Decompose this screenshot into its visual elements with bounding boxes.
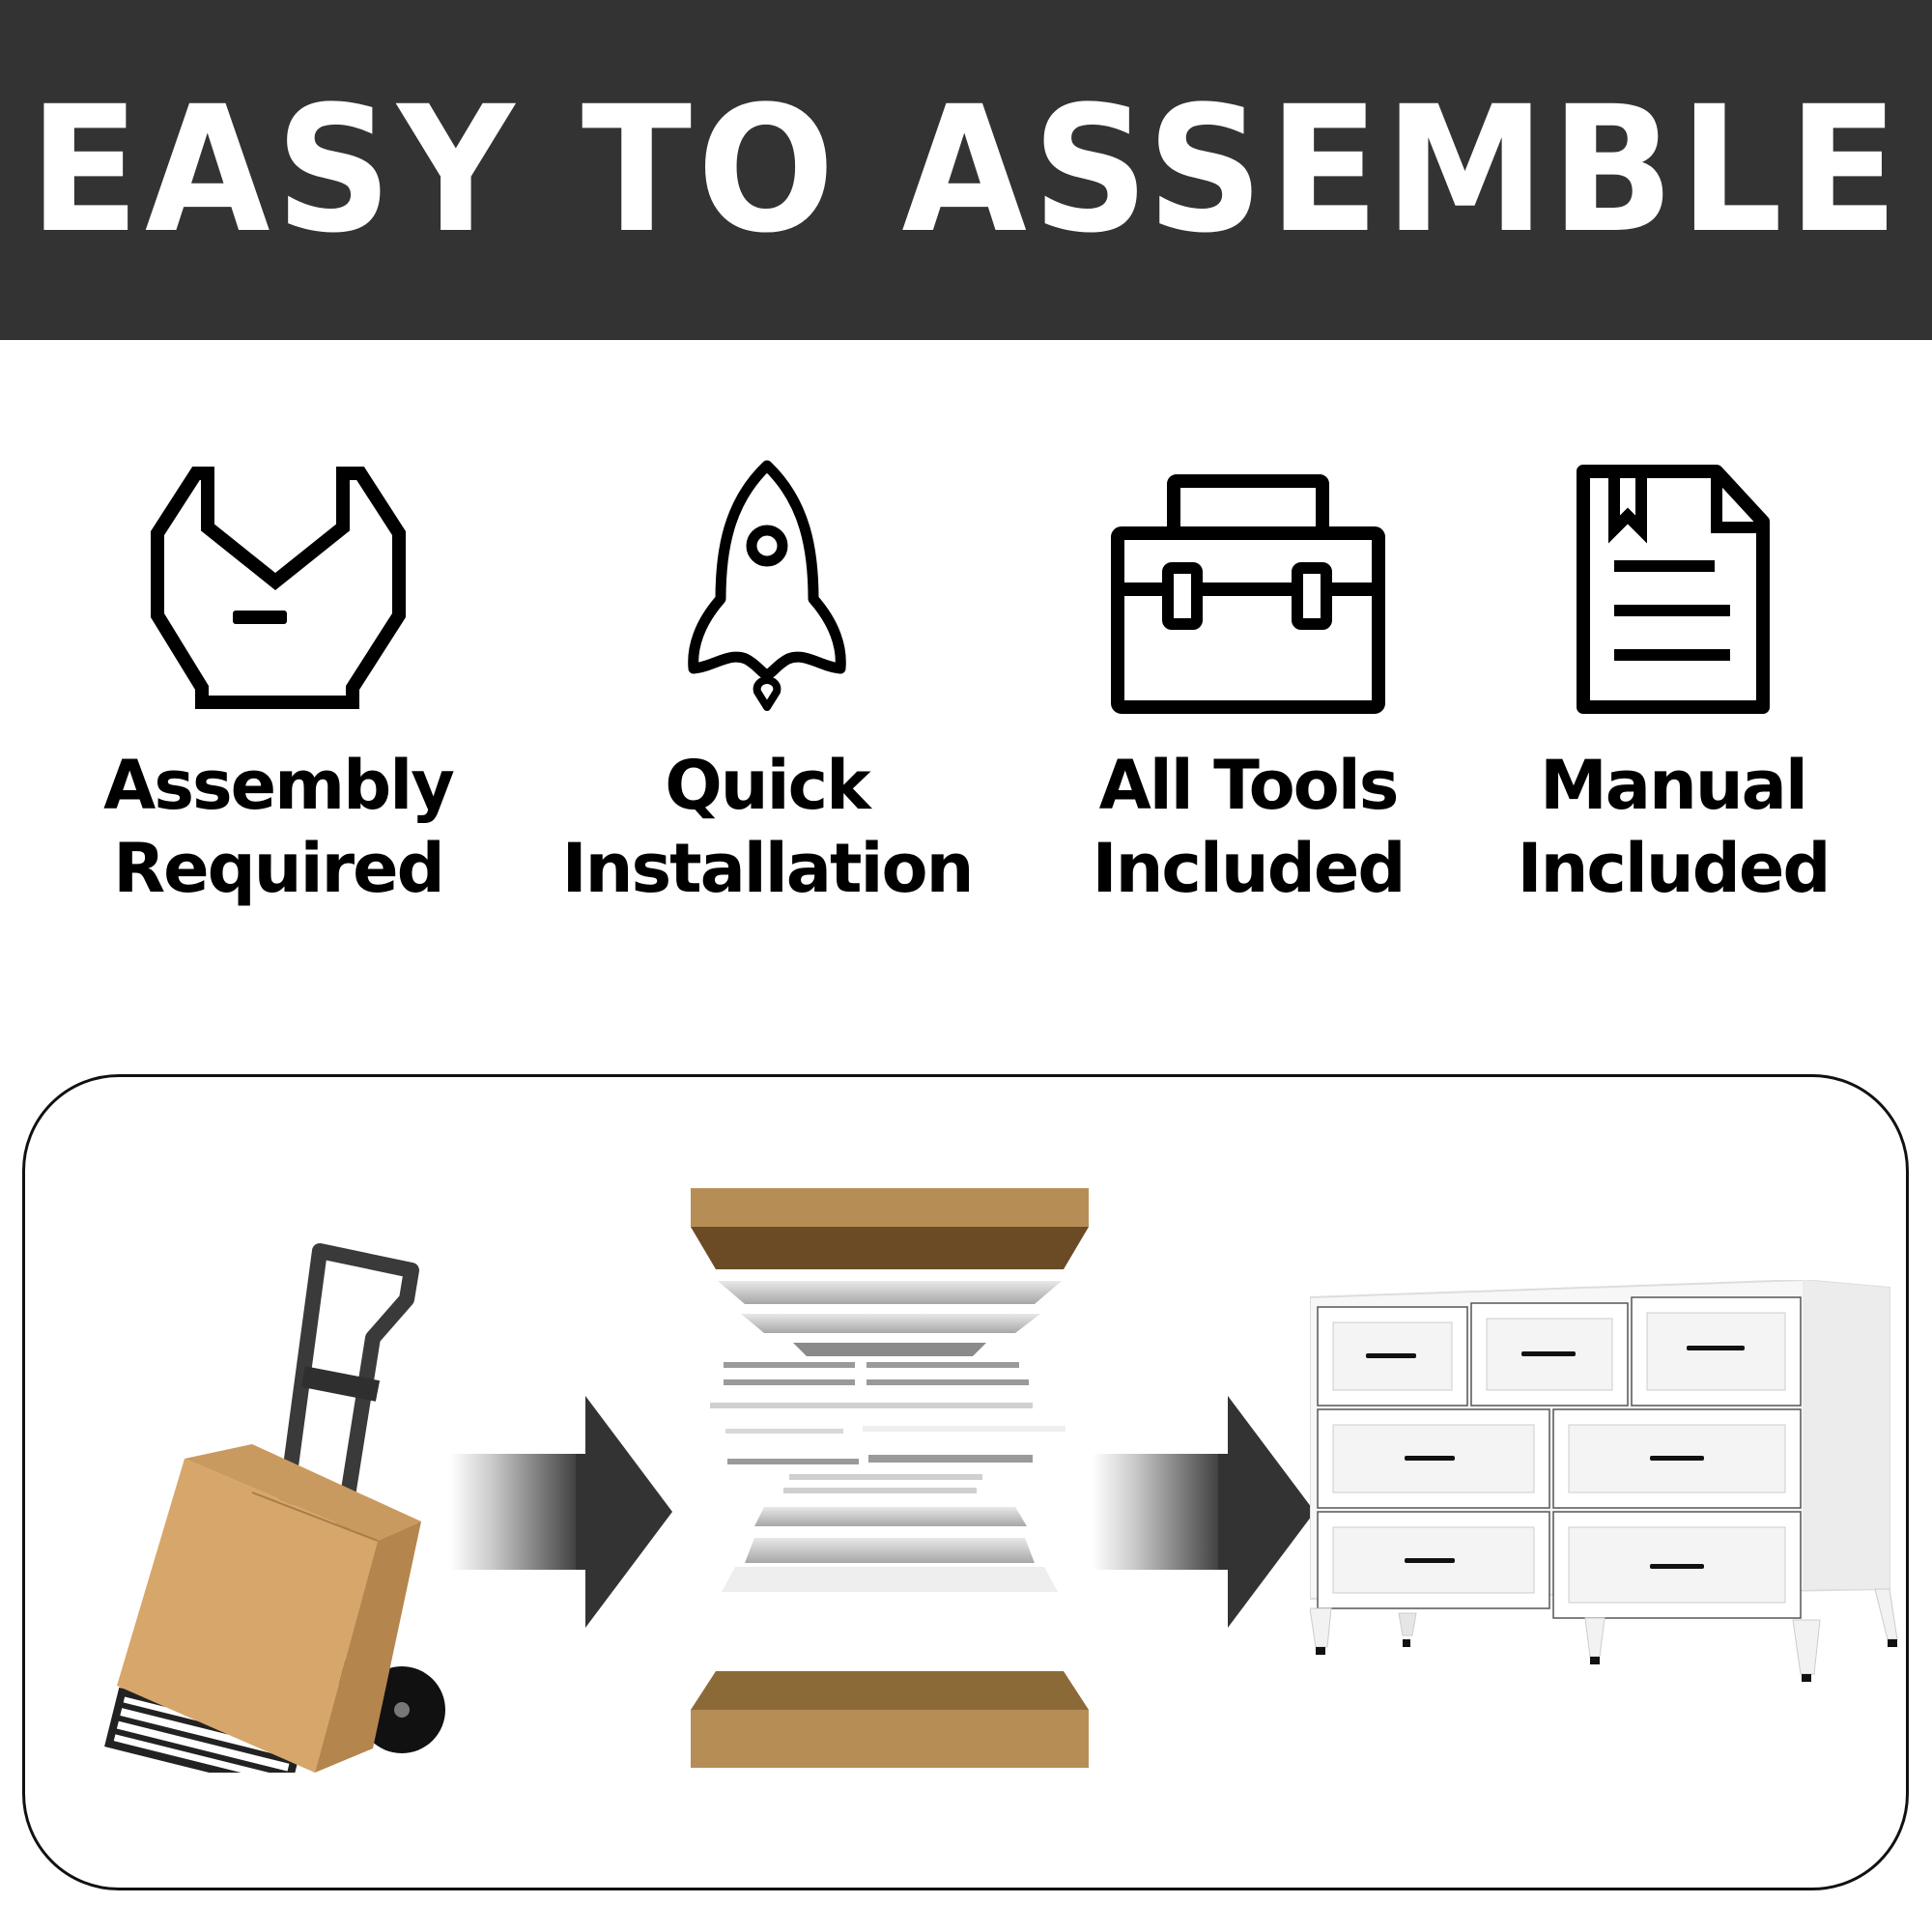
arrow-right-icon — [1093, 1396, 1324, 1628]
assembled-dresser-image — [1309, 1278, 1918, 1695]
feature-quick-installation: Quick Installation — [554, 454, 980, 910]
feature-manual-included: Manual Included — [1461, 454, 1886, 910]
manual-document-icon — [1461, 454, 1886, 715]
assembly-process-panel — [22, 1074, 1909, 1890]
feature-all-tools-included: All Tools Included — [1036, 454, 1461, 910]
feature-label: Assembly Required — [103, 746, 455, 908]
feature-list: Assembly Required Quick Installation — [0, 454, 1932, 918]
header-banner: EASY TO ASSEMBLE — [0, 0, 1932, 340]
arrow-right-icon — [450, 1396, 682, 1628]
rocket-icon — [554, 454, 980, 715]
feature-label: Quick Installation — [561, 746, 975, 908]
wrench-icon — [66, 454, 491, 715]
feature-assembly-required: Assembly Required — [66, 454, 491, 910]
toolbox-icon — [1036, 454, 1461, 715]
exploded-parts-image — [668, 1188, 1112, 1777]
feature-label: All Tools Included — [1092, 746, 1406, 908]
hand-truck-with-box-image — [83, 1193, 489, 1793]
feature-label: Manual Included — [1517, 746, 1832, 908]
page-title: EASY TO ASSEMBLE — [28, 69, 1904, 271]
